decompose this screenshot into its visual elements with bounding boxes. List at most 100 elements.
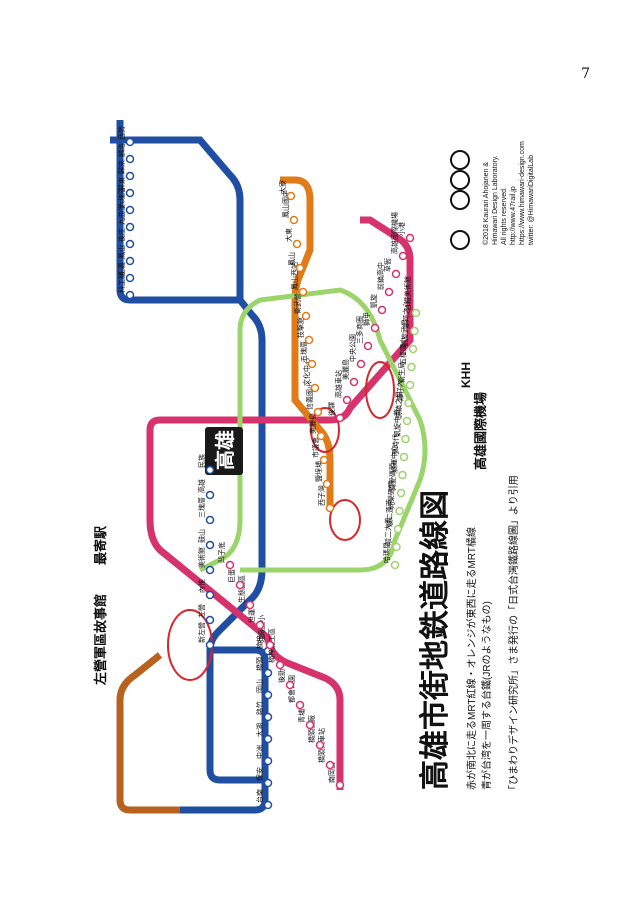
green-station-label: 駁二大義	[384, 517, 393, 545]
rail-station-label: 大湖	[255, 723, 264, 737]
red-station-label: 油廠國小	[257, 615, 266, 643]
blue-line-main	[206, 297, 266, 784]
green-station-dot	[408, 344, 418, 354]
green-station-dot	[398, 470, 407, 480]
orange-station-label: 鳳山國中	[281, 190, 290, 218]
highlight-circle-xiziwan	[329, 499, 361, 541]
green-station-label: 台鐵美術館	[403, 276, 412, 311]
khh-badge: KHH	[459, 362, 473, 388]
orange-station-label: 美麗島	[308, 413, 317, 434]
orange-station-dot	[307, 359, 317, 369]
red-station-dot	[384, 287, 394, 297]
green-station-dot	[396, 488, 406, 498]
red-station-dot	[391, 269, 401, 279]
red-station-label: 凱旋	[369, 294, 378, 308]
rail-station-dot	[125, 188, 135, 198]
orange-station-dot	[310, 383, 320, 393]
nd-license-icon	[450, 150, 470, 170]
orange-station-label: 衛武營	[293, 293, 302, 314]
red-station-label: 高雄車站	[334, 370, 343, 398]
rail-station-dot	[125, 273, 135, 283]
green-station-label: 真愛碼頭	[388, 463, 397, 491]
rail-station-dot	[263, 778, 273, 788]
rail-station-label: 楠梓	[255, 635, 264, 649]
green-station-label: 衛生局	[397, 362, 406, 383]
orange-station-dot	[298, 287, 308, 297]
green-station-dot	[395, 506, 404, 516]
map-subtitle-1: 赤が南北に走るMRT紅線・オレンジが東西に走るMRT橘線	[465, 527, 478, 790]
rail-station-dot	[125, 205, 135, 215]
orange-station-dot	[325, 503, 335, 513]
red-station-dot	[335, 413, 345, 423]
rail-station-label: 屏東	[117, 177, 126, 191]
rail-station-dot	[205, 615, 215, 625]
rail-station-dot	[125, 154, 135, 164]
orange-station-label: 大寮	[278, 180, 287, 194]
rail-station-label: 鳳山	[117, 245, 126, 259]
green-station-label: 駁二蓬萊	[385, 499, 394, 527]
rail-station-dot	[263, 668, 273, 678]
rail-station-label: 麟洛	[117, 143, 126, 157]
red-station-label: 草衙	[383, 258, 392, 272]
red-station-dot	[342, 395, 352, 405]
red-station-dot	[225, 560, 235, 570]
rail-station-dot	[205, 540, 215, 550]
orange-line	[280, 176, 334, 510]
red-station-label: 橋頭糖廠	[307, 715, 316, 743]
red-station-dot	[295, 700, 305, 710]
red-station-label: 小港	[397, 222, 406, 236]
orange-station-dot	[319, 455, 329, 465]
green-station-label: 五權國小	[399, 337, 408, 365]
blue-line-east	[110, 136, 244, 300]
rail-station-label: 新左營	[197, 622, 206, 643]
red-station-dot	[335, 780, 345, 790]
green-station-dot	[399, 452, 409, 462]
orange-station-dot	[286, 191, 296, 201]
highlight-circle-sanduo	[365, 361, 395, 419]
red-station-label: 高雄國際機場	[390, 212, 399, 254]
rail-station-dot	[125, 137, 135, 147]
airport-label: 高雄國際機場	[473, 392, 488, 470]
red-station-dot	[245, 600, 255, 610]
red-station-dot	[370, 323, 380, 333]
green-station-label: 籬仔內	[396, 380, 405, 401]
orange-station-dot	[292, 239, 302, 249]
red-station-label: 獅甲	[362, 312, 371, 326]
green-station-dot	[410, 326, 419, 336]
red-station-dot	[405, 233, 415, 243]
orange-station-dot	[316, 431, 326, 441]
green-station-dot	[393, 524, 403, 534]
rail-station-label: 橋頭	[255, 657, 264, 671]
red-station-dot	[255, 620, 265, 630]
rail-station-label: 後庄	[117, 228, 126, 242]
rail-station-dot	[263, 756, 273, 766]
rail-station-dot	[125, 290, 135, 300]
red-station-label: 生態園區	[237, 575, 246, 603]
red-station-label: 前鎮高中	[376, 262, 385, 290]
green-station-dot	[405, 380, 415, 390]
green-station-dot	[392, 542, 401, 552]
orange-station-label: 信義國小	[305, 382, 314, 410]
orange-station-label: 鳳山西站	[290, 262, 299, 290]
orange-station-dot	[301, 311, 311, 321]
orange-station-dot	[304, 335, 314, 345]
rail-station-dot	[125, 222, 135, 232]
orange-station-dot	[313, 407, 323, 417]
rail-station-dot	[263, 800, 273, 810]
rail-station-label: 民族	[197, 454, 206, 468]
kaohsiung-station-box[interactable]	[205, 427, 243, 475]
rail-station-dot	[205, 490, 215, 500]
rail-station-dot	[205, 590, 215, 600]
rail-station-label: 路竹	[255, 701, 264, 715]
green-station-dot	[390, 560, 400, 570]
red-station-label: 凹子底	[217, 542, 226, 563]
green-station-label: 凱旋中華	[393, 409, 402, 437]
orange-station-label: 市議會	[311, 437, 320, 458]
rail-station-label: 中洲	[255, 745, 264, 759]
rail-station-dot	[125, 239, 135, 249]
cc-license-icon	[450, 230, 470, 250]
blue-line-pingtung	[116, 120, 240, 304]
green-station-dot	[407, 362, 416, 372]
map-title: 高雄市街地鉄道路線図	[418, 490, 452, 790]
green-station-label: 旅運中心	[390, 445, 399, 473]
